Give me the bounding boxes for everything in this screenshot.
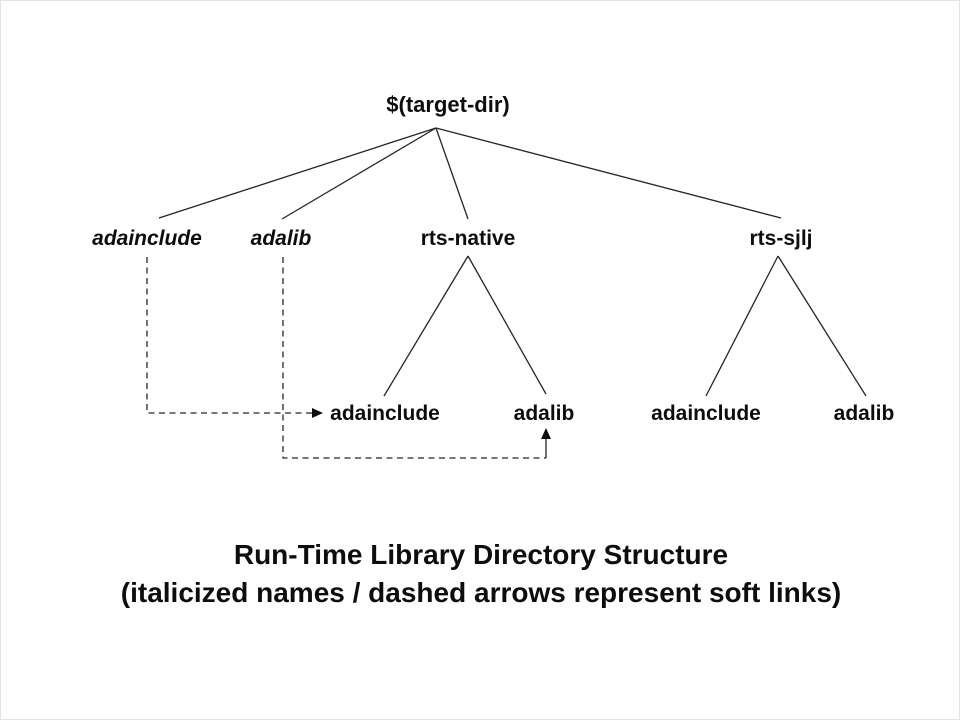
edge-rtssjlj-to-adalib [777,255,867,397]
node-rts-sjlj: rts-sjlj [749,227,813,250]
node-rtssjlj-adainclude: adainclude [651,402,761,425]
node-rtsnative-adalib: adalib [513,402,575,425]
arrowhead-right-icon [312,408,323,418]
edge-root-to-adainclude-link [158,127,437,219]
caption-title: Run-Time Library Directory Structure [233,539,729,570]
node-adalib-softlink: adalib [250,227,312,250]
softlink-path-adalib [282,257,546,459]
node-rtsnative-adainclude: adainclude [330,402,440,425]
edge-rtsnative-to-adainclude [383,255,469,397]
edge-root-to-adalib-link [281,127,437,220]
arrowhead-up-icon [541,428,551,439]
node-rts-native: rts-native [420,227,516,250]
caption-subtitle: (italicized names / dashed arrows repres… [120,577,842,609]
edge-root-to-rts-sjlj [435,127,782,219]
node-rtssjlj-adalib: adalib [833,402,895,425]
edge-rtssjlj-to-adainclude [705,255,779,397]
node-adainclude-softlink: adainclude [92,227,202,250]
caption: Run-Time Library Directory Structure (it… [1,536,959,612]
node-target-dir: $(target-dir) [386,92,510,117]
edge-rtsnative-to-adalib [467,255,547,395]
edge-root-to-rts-native [435,127,469,220]
softlink-path-adainclude [146,257,313,414]
